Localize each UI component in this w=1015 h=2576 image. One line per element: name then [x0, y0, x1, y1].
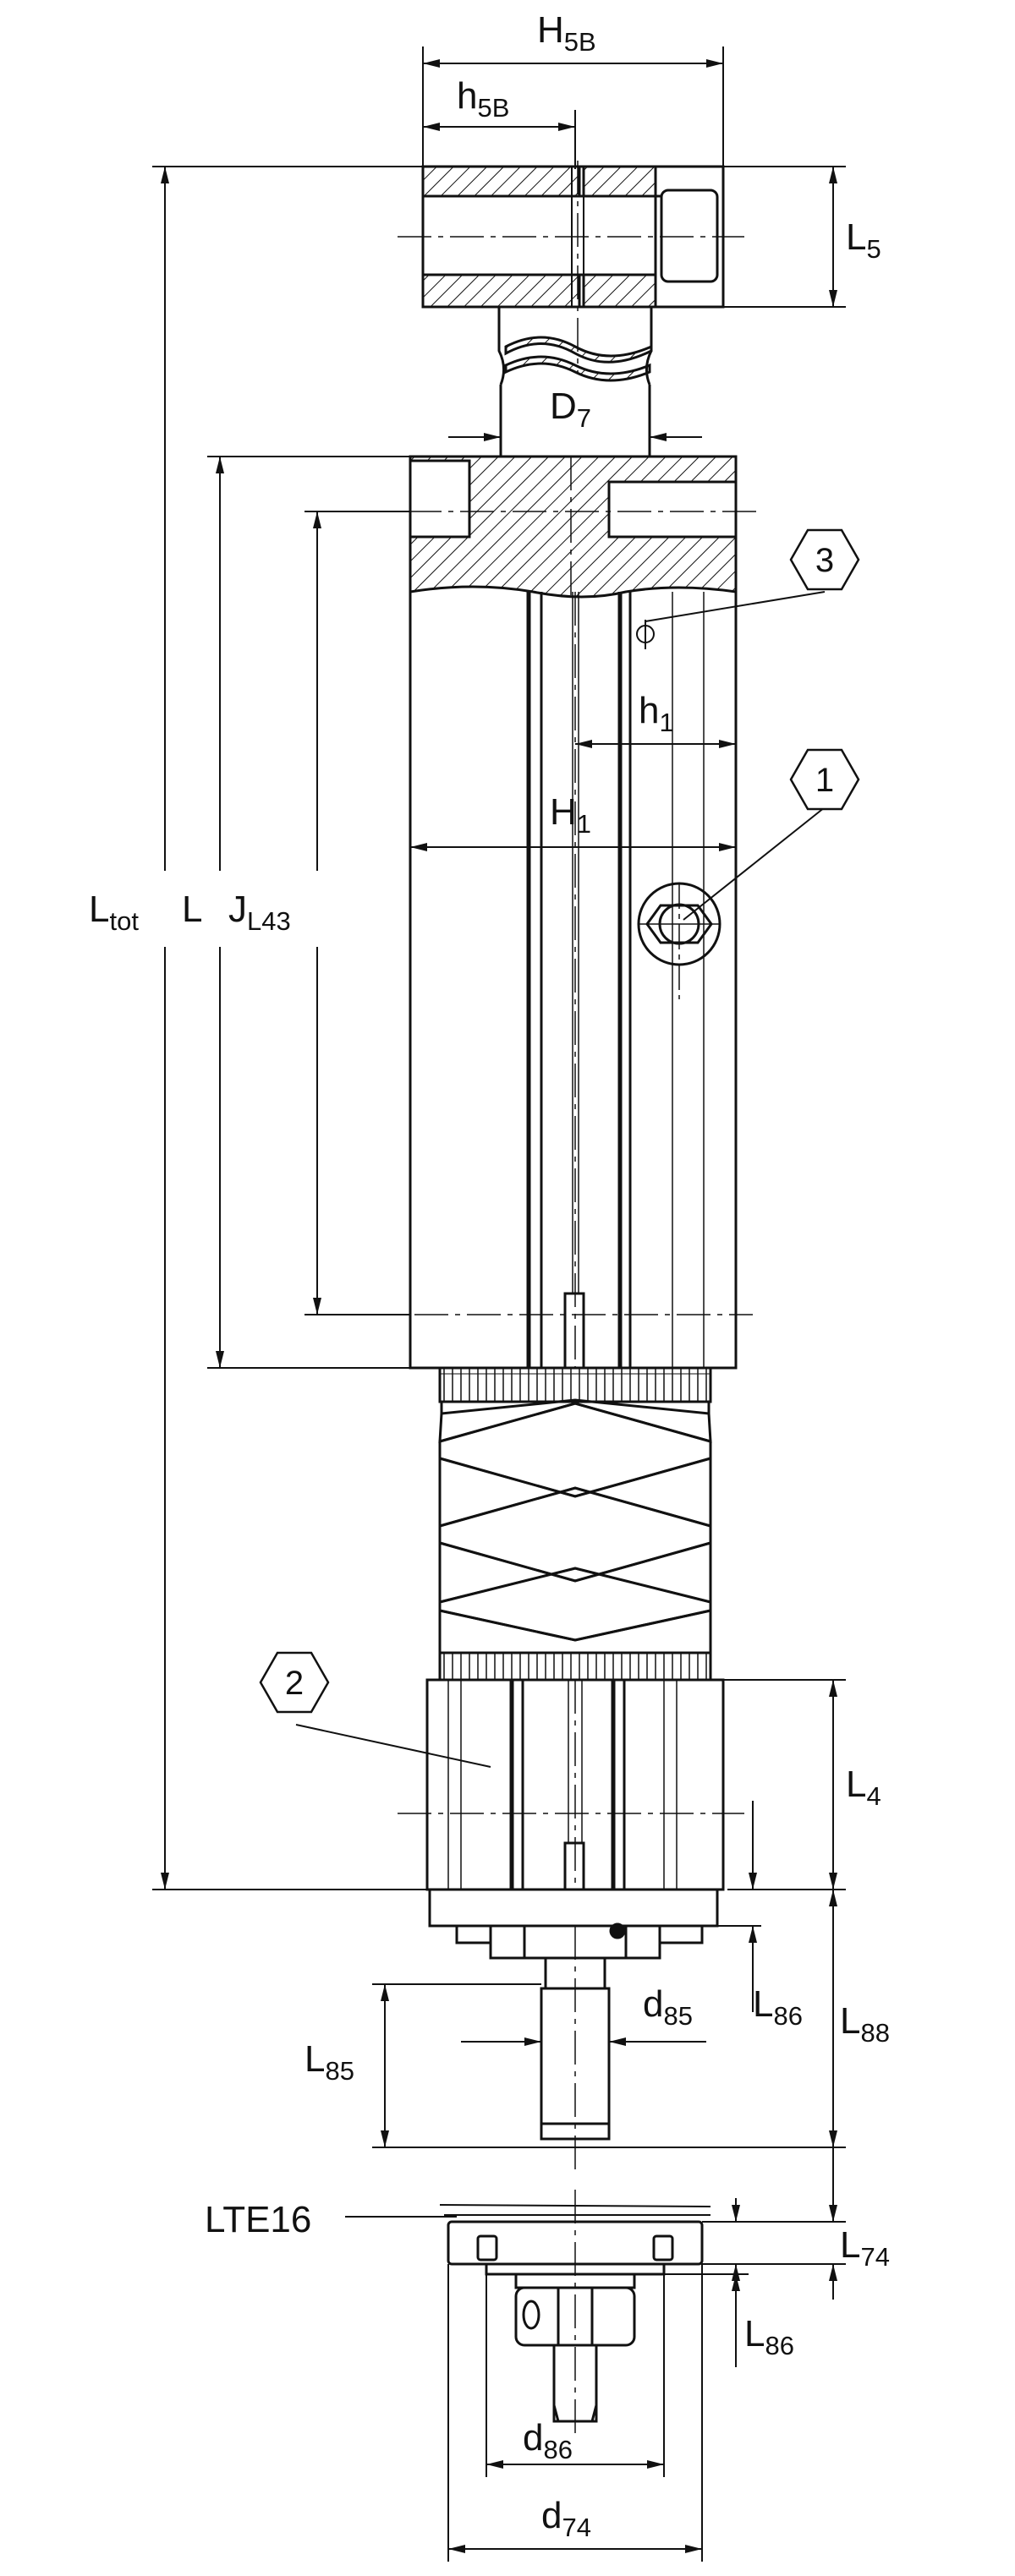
- dim-H5B: H5B: [537, 9, 596, 57]
- cylinder-body: [355, 455, 757, 1370]
- dim-h5B: h5B: [457, 75, 509, 123]
- callout-1: 1: [789, 748, 860, 811]
- dim-L74: L74: [840, 2224, 890, 2272]
- dim-H1: H1: [550, 791, 591, 839]
- accessory-label-lte16: LTE16: [205, 2199, 311, 2240]
- dim-JL43: JL43: [228, 889, 291, 936]
- lower-block: [398, 1678, 744, 2173]
- callout-2-label: 2: [285, 1665, 304, 1702]
- callout-2: 2: [259, 1651, 330, 1714]
- dim-L85: L85: [304, 2038, 354, 2086]
- dimension-lines: [152, 46, 846, 2562]
- piston-rod-top: [497, 307, 653, 457]
- clevis-top: [398, 161, 744, 372]
- bellows: [438, 1366, 712, 1682]
- dim-d86: d86: [523, 2417, 573, 2464]
- lte16-accessory: [439, 2190, 711, 2435]
- dim-d85: d85: [643, 1983, 693, 2031]
- dim-h1: h1: [639, 690, 674, 737]
- callout-3-label: 3: [815, 542, 834, 579]
- callout-3: 3: [789, 528, 860, 591]
- dim-d74: d74: [541, 2495, 591, 2542]
- dim-L86-upper: L86: [753, 1983, 803, 2031]
- dim-D7: D7: [550, 386, 591, 433]
- dim-L: L: [182, 889, 202, 930]
- dim-L5: L5: [846, 216, 881, 264]
- dim-L86-lower: L86: [744, 2313, 794, 2360]
- dim-L88: L88: [840, 2000, 890, 2048]
- dim-Ltot: Ltot: [89, 889, 139, 936]
- callout-1-label: 1: [815, 762, 834, 799]
- dim-L4: L4: [846, 1764, 881, 1811]
